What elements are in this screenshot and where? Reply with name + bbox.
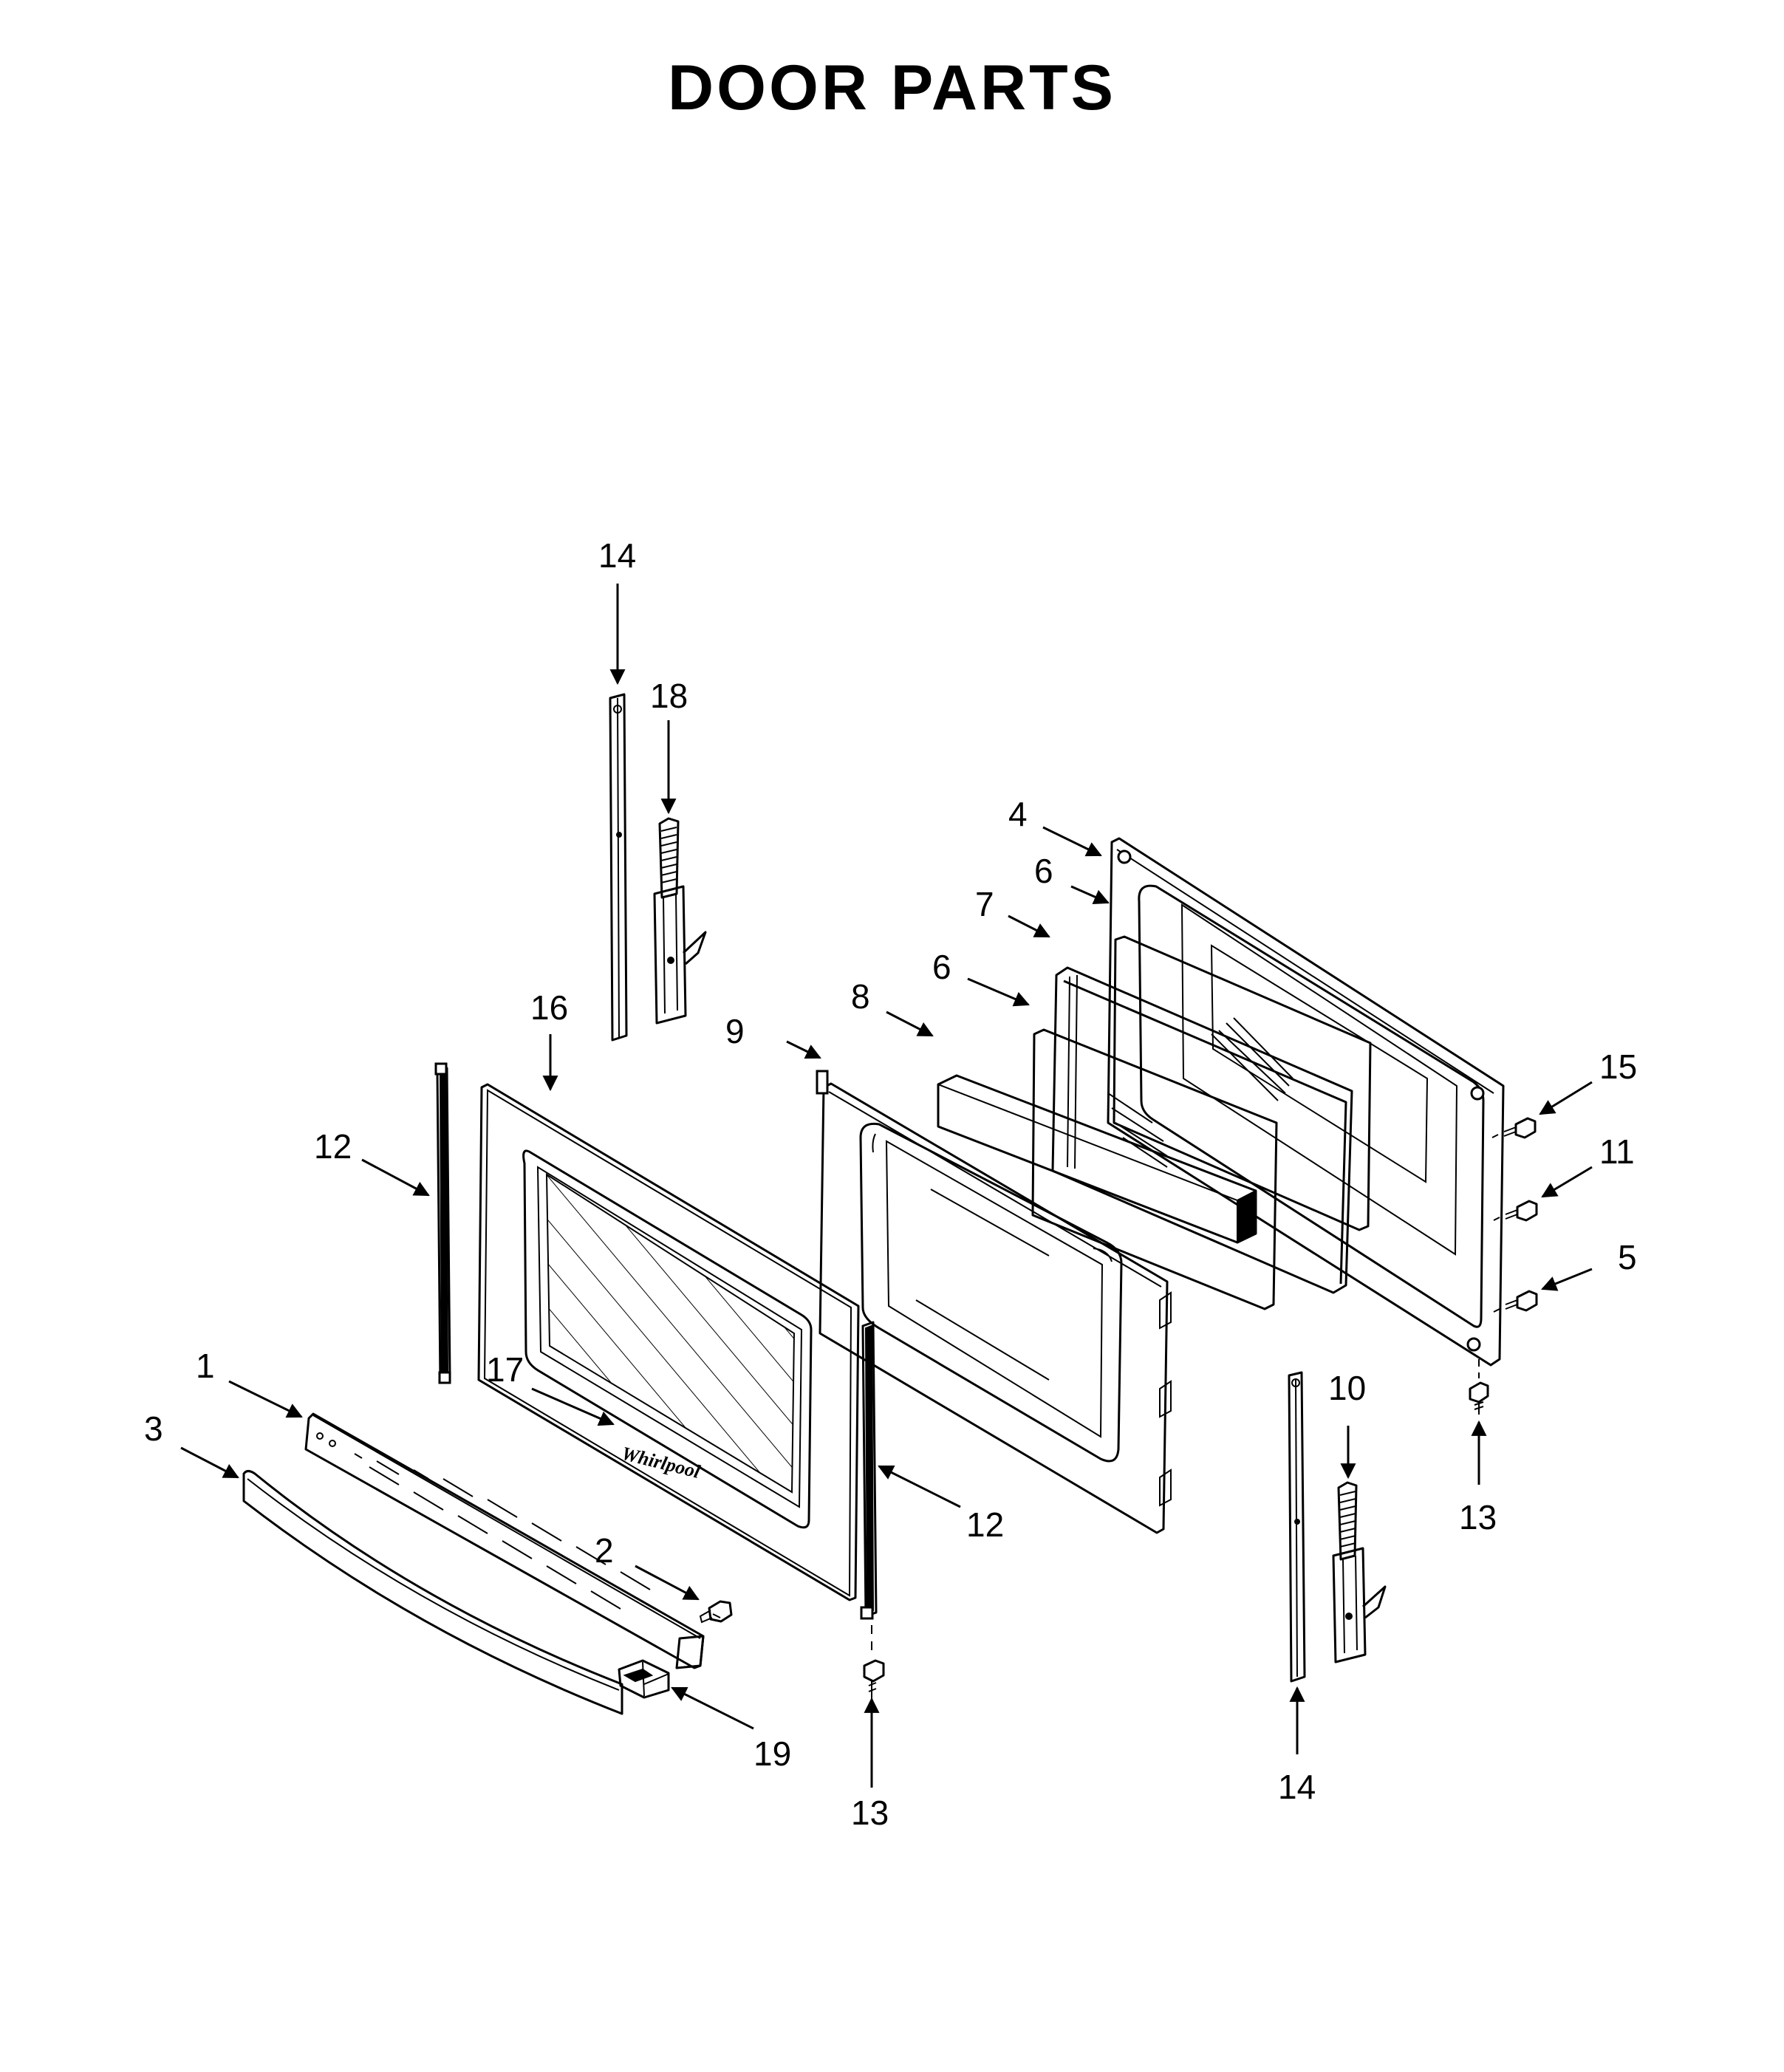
- callout-7: 7: [975, 885, 994, 923]
- svg-text:Whirlpool: Whirlpool: [620, 1443, 703, 1483]
- callout-14-bottom: 14: [1278, 1768, 1316, 1806]
- leader-lines: [180, 584, 1593, 1788]
- callout-18: 18: [650, 677, 688, 715]
- callout-9: 9: [725, 1012, 745, 1050]
- callout-labels: 14 18 16 12 1 3 17 2 19 12 13 9 8 6 7 6 …: [144, 536, 1637, 1832]
- callout-15: 15: [1599, 1047, 1637, 1086]
- callout-10: 10: [1328, 1369, 1366, 1407]
- part-4-door-back-frame: [1107, 837, 1505, 1367]
- callout-6-front: 6: [932, 948, 951, 986]
- callout-6-rear: 6: [1034, 852, 1053, 890]
- part-11-screw: [1493, 1200, 1538, 1222]
- part-5-screw: [1493, 1290, 1538, 1313]
- callout-13-bottom: 13: [851, 1794, 889, 1832]
- part-19-handle-end-cap: [618, 1659, 670, 1699]
- part-10-hinge-right: [1332, 1481, 1387, 1664]
- part-14-hinge-receiver-right: [1288, 1371, 1306, 1683]
- part-16-outer-door-panel: Whirlpool: [477, 1083, 860, 1601]
- part-2-screw: [699, 1600, 733, 1624]
- callout-11: 11: [1599, 1132, 1635, 1171]
- callout-5: 5: [1618, 1238, 1637, 1276]
- diagram-title: DOOR PARTS: [668, 52, 1116, 123]
- callout-19: 19: [753, 1734, 791, 1773]
- callout-3: 3: [144, 1409, 163, 1448]
- callout-4: 4: [1008, 795, 1028, 833]
- part-6-glass-panel-rear: [1113, 935, 1372, 1231]
- callout-12-right: 12: [966, 1505, 1004, 1544]
- part-3-door-handle: [242, 1470, 623, 1715]
- callout-2: 2: [595, 1531, 614, 1570]
- part-9-inner-door-liner: [816, 1070, 1172, 1534]
- callout-12-left: 12: [314, 1127, 352, 1166]
- callout-14-top: 14: [598, 536, 636, 575]
- callout-1: 1: [196, 1347, 215, 1385]
- part-15-screw: [1491, 1117, 1537, 1139]
- callout-13-right: 13: [1459, 1498, 1497, 1536]
- callout-8: 8: [851, 977, 870, 1016]
- part-13-screw-right: [1469, 1359, 1489, 1415]
- part-6-glass-panel-front: [1031, 1028, 1278, 1310]
- callout-16: 16: [530, 988, 568, 1027]
- part-14-hinge-receiver-left: [609, 693, 628, 1042]
- part-12-door-side-trim-left: [434, 1062, 451, 1384]
- part-12-door-side-trim-right: [860, 1321, 878, 1620]
- part-13-screw-center: [863, 1625, 885, 1699]
- part-18-hinge-left: [653, 817, 707, 1025]
- part-8-insulation: [937, 1074, 1257, 1244]
- part-1-vent-trim: [304, 1412, 705, 1669]
- callout-17: 17: [486, 1350, 524, 1389]
